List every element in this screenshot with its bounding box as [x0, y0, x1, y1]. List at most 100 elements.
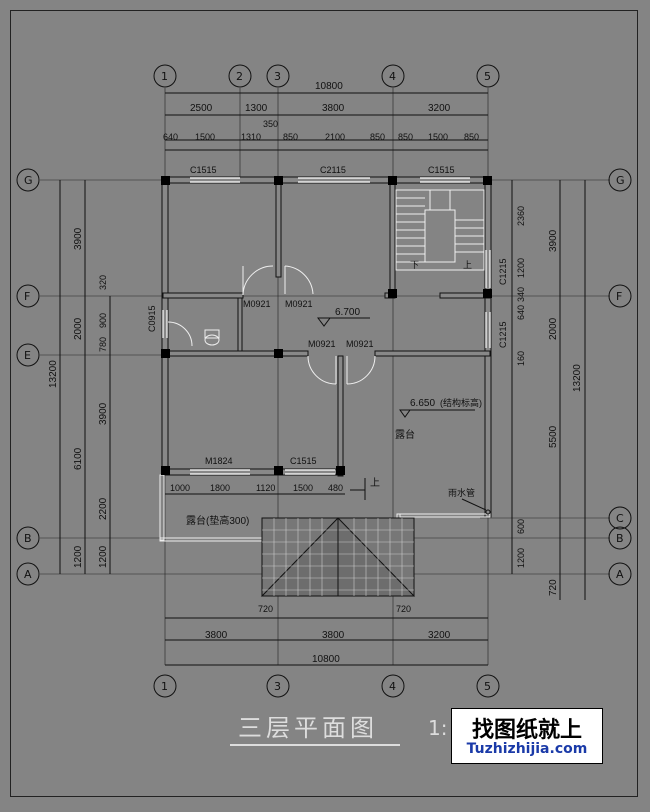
right-dimensions: 13200 3900 2000 5500 720 2360 1200 340 6… [511, 180, 586, 600]
label-c1515-c: C1515 [290, 456, 317, 466]
windows [162, 177, 491, 475]
label-c0915: C0915 [147, 305, 157, 332]
axis-right-f: F [616, 290, 622, 303]
stair-up-label: 上 [463, 260, 472, 270]
drawing-title: 三层平面图 [238, 714, 378, 742]
axis-right-c: C [616, 512, 624, 525]
dim-bottom-3800b: 3800 [322, 630, 345, 641]
dim-left-2200: 2200 [98, 497, 109, 520]
dim-top-1500a: 1500 [195, 132, 215, 142]
terrace-up-label: 上 [370, 477, 380, 489]
staircase [395, 189, 485, 271]
dim-right-600: 600 [516, 519, 526, 534]
columns [161, 176, 492, 475]
dim-bottom-total: 10800 [312, 654, 340, 665]
axis-left-a: A [24, 568, 32, 581]
label-m1824: M1824 [205, 456, 233, 466]
dim-right-340: 340 [516, 287, 526, 302]
dim-bottom-720a: 720 [258, 604, 273, 614]
label-c1215-b: C1215 [498, 321, 508, 348]
dim-left-900: 900 [98, 313, 108, 328]
dim-top-850c: 850 [398, 132, 413, 142]
dim-right-160: 160 [516, 351, 526, 366]
dim-top-350: 350 [263, 119, 278, 129]
dim-left-3900b: 3900 [98, 402, 109, 425]
label-c1515-b: C1515 [428, 165, 455, 175]
bathroom-fixtures [204, 329, 220, 346]
axis-right-a: A [616, 568, 624, 581]
dim-left-total: 13200 [48, 360, 59, 388]
dim-top-850a: 850 [283, 132, 298, 142]
axis-top-3: 3 [274, 70, 281, 83]
dim-right-640: 640 [516, 305, 526, 320]
dim-int-1800: 1800 [210, 483, 230, 493]
dim-right-5500: 5500 [548, 425, 559, 448]
axis-bottom-1: 1 [161, 680, 168, 693]
bottom-dimensions: 3800 3800 3200 10800 720 720 [165, 604, 488, 666]
dim-left-1200b: 1200 [98, 545, 109, 568]
axis-left-f: F [24, 290, 30, 303]
label-elev-6700: 6.700 [335, 307, 360, 318]
dim-right-3900: 3900 [548, 229, 559, 252]
dim-right-total: 13200 [572, 364, 583, 392]
label-m0921-c: M0921 [308, 339, 336, 349]
title-underline [230, 744, 400, 746]
dim-top-total: 10800 [315, 81, 343, 92]
label-terrace: 露台 [395, 428, 415, 441]
axis-top-5: 5 [484, 70, 491, 83]
dim-right-720: 720 [548, 579, 559, 596]
dim-top-850b: 850 [370, 132, 385, 142]
label-c1515-a: C1515 [190, 165, 217, 175]
watermark-text-en: Tuzhizhijia.com [466, 741, 588, 757]
dim-left-1200: 1200 [73, 545, 84, 568]
axis-left-e: E [24, 349, 31, 362]
left-axis-bubbles: G F E B A [16, 168, 40, 586]
label-c1215-a: C1215 [498, 258, 508, 285]
dim-top-3200: 3200 [428, 103, 451, 114]
dim-bottom-3800a: 3800 [205, 630, 228, 641]
watermark-logo: 找图纸就上 Tuzhizhijia.com [451, 708, 603, 764]
right-axis-bubbles: G F C B A [608, 168, 632, 586]
watermark-text-cn: 找图纸就上 [471, 718, 582, 743]
axis-top-1: 1 [161, 70, 168, 83]
dim-right-2000: 2000 [548, 317, 559, 340]
dim-int-1120: 1120 [256, 483, 275, 493]
label-elev-6650-note: (结构标高) [440, 397, 482, 408]
label-c2115: C2115 [320, 165, 346, 175]
bottom-axis-bubbles: 1 3 4 5 [153, 674, 500, 698]
label-terrace-front: 露台(垫高300) [186, 514, 249, 527]
top-axis-bubbles: 1 2 3 4 5 [153, 64, 500, 88]
plan-labels: C1515 C2115 C1515 C1215 C1215 C0915 M092… [147, 165, 508, 527]
dim-right-2360: 2360 [516, 206, 526, 226]
dim-top-2100: 2100 [325, 132, 345, 142]
axis-top-2: 2 [236, 70, 243, 83]
dim-right-1200a: 1200 [516, 258, 526, 278]
axis-left-g: G [24, 174, 33, 187]
dim-int-1500: 1500 [293, 483, 313, 493]
dim-bottom-3200: 3200 [428, 630, 451, 641]
drawing-frame [10, 10, 638, 797]
label-m0921-b: M0921 [285, 299, 313, 309]
dim-top-1300: 1300 [245, 103, 268, 114]
label-elev-6650: 6.650 [410, 398, 435, 409]
interior-dimensions: 1000 1800 1120 1500 480 [165, 478, 366, 500]
dim-top-850d: 850 [464, 132, 479, 142]
left-dimensions: 13200 3900 2000 6100 1200 320 900 780 39… [48, 180, 111, 574]
dim-right-1200b: 1200 [516, 548, 526, 568]
dim-top-2500: 2500 [190, 103, 213, 114]
dim-left-780: 780 [98, 337, 108, 352]
dim-left-6100: 6100 [73, 447, 84, 470]
doors [167, 265, 376, 385]
top-dimensions: 10800 2500 1300 3800 3200 350 640 1500 1… [163, 81, 488, 151]
axis-top-4: 4 [389, 70, 396, 83]
axis-bottom-4: 4 [389, 680, 396, 693]
dim-bottom-720b: 720 [396, 604, 411, 614]
dim-int-1000: 1000 [170, 483, 190, 493]
stair-down-label: 下 [410, 260, 419, 270]
axis-bottom-5: 5 [484, 680, 491, 693]
roof [260, 517, 416, 597]
drawing-scale: 1: [428, 716, 448, 740]
axis-left-b: B [24, 532, 32, 545]
